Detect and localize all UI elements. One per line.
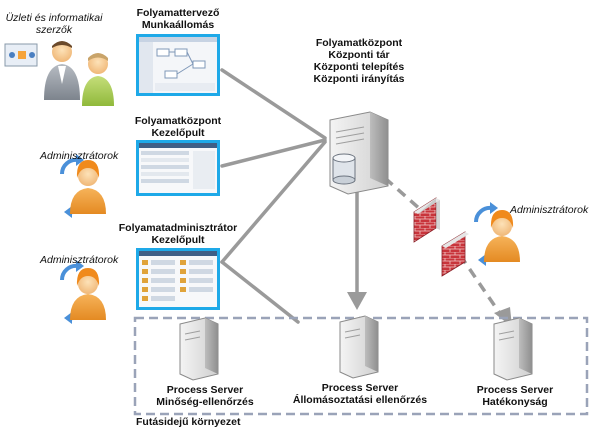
process-server-production-name: Process Server bbox=[476, 384, 554, 396]
process-center-console-title-line1: Folyamatközpont bbox=[134, 115, 222, 127]
process-server-qa-name: Process Server bbox=[166, 384, 244, 396]
arrow-to-staging-server bbox=[347, 292, 367, 310]
process-admin-console-title-line2: Kezelőpult bbox=[151, 234, 205, 246]
administrators-label-console: Adminisztrátorok bbox=[40, 150, 140, 162]
firewall-icon bbox=[441, 231, 469, 277]
process-designer-title-line1: Folyamattervező bbox=[136, 7, 220, 19]
process-server-production-icon bbox=[493, 317, 533, 381]
process-center-title-line3: Központi telepítés bbox=[313, 61, 405, 73]
business-it-authors-text: Üzleti és informatikai szerzők bbox=[5, 12, 103, 36]
process-server-production-env: Hatékonyság bbox=[482, 396, 548, 408]
process-admin-console-title-line1: Folyamatadminisztrátor bbox=[118, 222, 238, 234]
runtime-environment-label: Futásidejű környezet bbox=[136, 416, 240, 428]
database-icon bbox=[332, 153, 356, 185]
process-admin-console-title: Folyamatadminisztrátor Kezelőpult bbox=[108, 222, 248, 246]
business-it-authors-icon bbox=[4, 41, 114, 106]
process-designer-screen bbox=[136, 34, 220, 96]
process-center-console-title: Folyamatközpont Kezelőpult bbox=[118, 115, 238, 139]
process-server-staging-label: Process Server Állomásoztatási ellenőrzé… bbox=[290, 382, 430, 406]
process-center-console-thumbnail bbox=[139, 143, 217, 193]
runtime-environment-text: Futásidejű környezet bbox=[136, 416, 241, 428]
process-designer-title: Folyamattervező Munkaállomás bbox=[118, 7, 238, 31]
connector-lines bbox=[220, 68, 359, 324]
process-server-staging-name: Process Server bbox=[321, 382, 399, 394]
process-server-production-label: Process Server Hatékonyság bbox=[460, 384, 570, 408]
administrators-label-admin-console: Adminisztrátorok bbox=[40, 254, 140, 266]
administrator-person-icon bbox=[59, 260, 106, 324]
administrators-text: Adminisztrátorok bbox=[40, 150, 119, 162]
administrators-text: Adminisztrátorok bbox=[40, 254, 119, 266]
administrators-label-right: Adminisztrátorok bbox=[510, 204, 590, 216]
process-center-title-line1: Folyamatközpont bbox=[315, 37, 403, 49]
process-designer-title-line2: Munkaállomás bbox=[141, 19, 215, 31]
administrator-person-icon bbox=[473, 202, 520, 266]
process-admin-console-thumbnail bbox=[139, 251, 217, 307]
business-it-authors-label: Üzleti és informatikai szerzők bbox=[4, 12, 104, 36]
process-server-qa-icon bbox=[179, 317, 219, 381]
process-server-qa-env: Minőség-ellenőrzés bbox=[156, 396, 254, 408]
dashed-connectors bbox=[383, 176, 505, 319]
process-center-console-screen bbox=[136, 140, 220, 196]
process-server-staging-icon bbox=[339, 315, 379, 379]
process-center-title-line4: Központi irányítás bbox=[313, 73, 405, 85]
process-center-title: Folyamatközpont Központi tár Központi te… bbox=[298, 37, 420, 85]
process-server-qa-label: Process Server Minőség-ellenőrzés bbox=[150, 384, 260, 408]
firewall-icon bbox=[413, 197, 440, 243]
process-center-console-title-line2: Kezelőpult bbox=[151, 127, 205, 139]
process-center-title-line2: Központi tár bbox=[328, 49, 390, 61]
process-designer-thumbnail bbox=[139, 37, 217, 93]
administrators-text: Adminisztrátorok bbox=[510, 204, 589, 216]
administrator-person-icon bbox=[59, 154, 106, 218]
process-server-staging-env: Állomásoztatási ellenőrzés bbox=[292, 394, 428, 406]
process-admin-console-screen bbox=[136, 248, 220, 310]
